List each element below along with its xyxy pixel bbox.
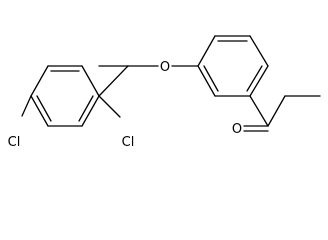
ring-a-bond-3 <box>30 95 49 127</box>
ring-b-bond-4-inner <box>246 65 263 92</box>
structure-canvas: O O Cl Cl <box>8 35 321 150</box>
ring-b-bond-6-inner <box>203 65 219 92</box>
bond-cl-right <box>98 95 121 118</box>
bond-ring-ch2 <box>98 65 129 97</box>
ether-oxygen-label: O <box>160 60 170 75</box>
ring-a-bond-6 <box>81 65 100 97</box>
ring-b-bond-6 <box>197 65 216 97</box>
chlorine-left-label: Cl <box>8 135 21 150</box>
ring-a-bond-3-inner <box>36 95 52 122</box>
bond-carbonyl-ch2 <box>267 95 286 127</box>
molecule-drawing: O O Cl Cl <box>8 35 321 150</box>
carbonyl-oxygen-label: O <box>232 122 242 137</box>
ring-a-bond-5 <box>81 95 100 127</box>
bond-ring-carbonyl <box>249 95 269 127</box>
phenyl-ring <box>197 35 269 97</box>
ring-b-bond-1 <box>197 35 216 67</box>
chlorine-right-label: Cl <box>122 135 135 150</box>
ring-b-bond-4 <box>249 65 269 97</box>
ring-b-bond-3 <box>249 35 269 67</box>
ring-a-bond-5-inner <box>78 95 94 122</box>
dichlorophenyl-ring <box>30 65 100 127</box>
bond-cl-left <box>21 95 32 117</box>
ring-a-bond-2 <box>30 65 49 97</box>
